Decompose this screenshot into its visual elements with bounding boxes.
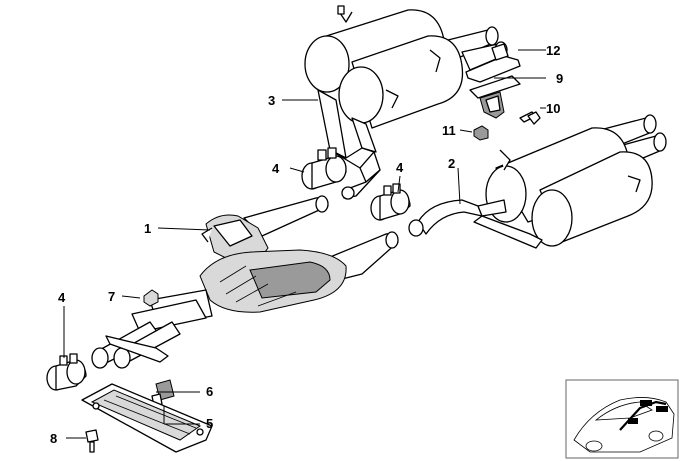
- callout-6: 6: [206, 384, 213, 399]
- part-7-rubber-grommet: [143, 289, 159, 307]
- car-location-inset: [565, 379, 679, 459]
- callout-4-middle: 4: [396, 160, 404, 175]
- leader-lines: [63, 49, 546, 439]
- part-10-bolt: [519, 111, 541, 125]
- part-9-rubber-mount: [469, 75, 521, 119]
- callout-8: 8: [50, 431, 57, 446]
- part-1-catalytic-converter: [91, 195, 399, 369]
- callout-labels: 1 2 3 4 4 4 5 6 7 8 9 10 11 12: [50, 43, 563, 446]
- part-4-clamp-middle: [370, 183, 411, 221]
- callout-4-top: 4: [272, 161, 280, 176]
- callout-3: 3: [268, 93, 275, 108]
- part-11-nut: [473, 125, 489, 141]
- callout-2: 2: [448, 156, 455, 171]
- callout-12: 12: [546, 43, 560, 58]
- part-2-rear-silencer-right: [408, 114, 667, 249]
- part-8-bolt: [85, 429, 99, 453]
- callout-10: 10: [546, 101, 560, 116]
- callout-1: 1: [144, 221, 151, 236]
- part-4-clamp-top: [301, 147, 347, 190]
- callout-4-bottom: 4: [58, 290, 66, 305]
- part-4-clamp-bottom: [46, 353, 87, 391]
- part-6-rubber-mount: [151, 379, 175, 407]
- part-12-bracket: [465, 43, 521, 83]
- callout-7: 7: [108, 289, 115, 304]
- callout-5: 5: [206, 416, 213, 431]
- callout-11: 11: [442, 123, 456, 138]
- callout-9: 9: [556, 71, 563, 86]
- part-3-rear-silencer-top: [304, 5, 508, 200]
- part-5-heat-shield: [81, 383, 213, 453]
